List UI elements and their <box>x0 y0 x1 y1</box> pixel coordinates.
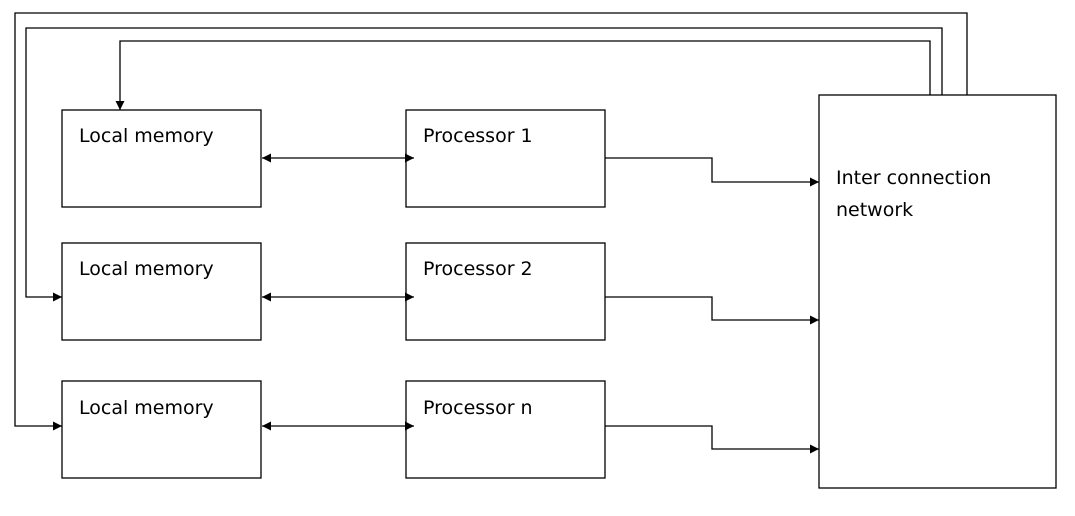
processor-label-3: Processor n <box>423 397 533 419</box>
local-memory-label-3: Local memory <box>79 397 214 419</box>
local-memory-label-2: Local memory <box>79 258 214 280</box>
network-memory-feedback-2 <box>25 27 943 302</box>
network-label-line1: Inter connection <box>836 167 991 189</box>
local-memory-box-3 <box>61 380 262 479</box>
processor-box-3 <box>405 380 606 479</box>
processor-network-link-2 <box>605 296 819 325</box>
local-memory-box-2 <box>61 242 262 341</box>
processor-box-1 <box>405 109 606 208</box>
processor-label-1: Processor 1 <box>423 125 533 147</box>
local-memory-box-1 <box>61 109 262 208</box>
processor-network-link-3 <box>605 425 819 454</box>
network-memory-feedback-3 <box>14 12 968 431</box>
processor-network-link-1 <box>605 157 819 187</box>
network-memory-feedback-1 <box>115 40 931 110</box>
interconnection-network-box <box>818 94 1057 489</box>
local-memory-label-1: Local memory <box>79 125 214 147</box>
processor-box-2 <box>405 242 606 341</box>
network-label-line2: network <box>836 199 913 221</box>
processor-label-2: Processor 2 <box>423 258 533 280</box>
